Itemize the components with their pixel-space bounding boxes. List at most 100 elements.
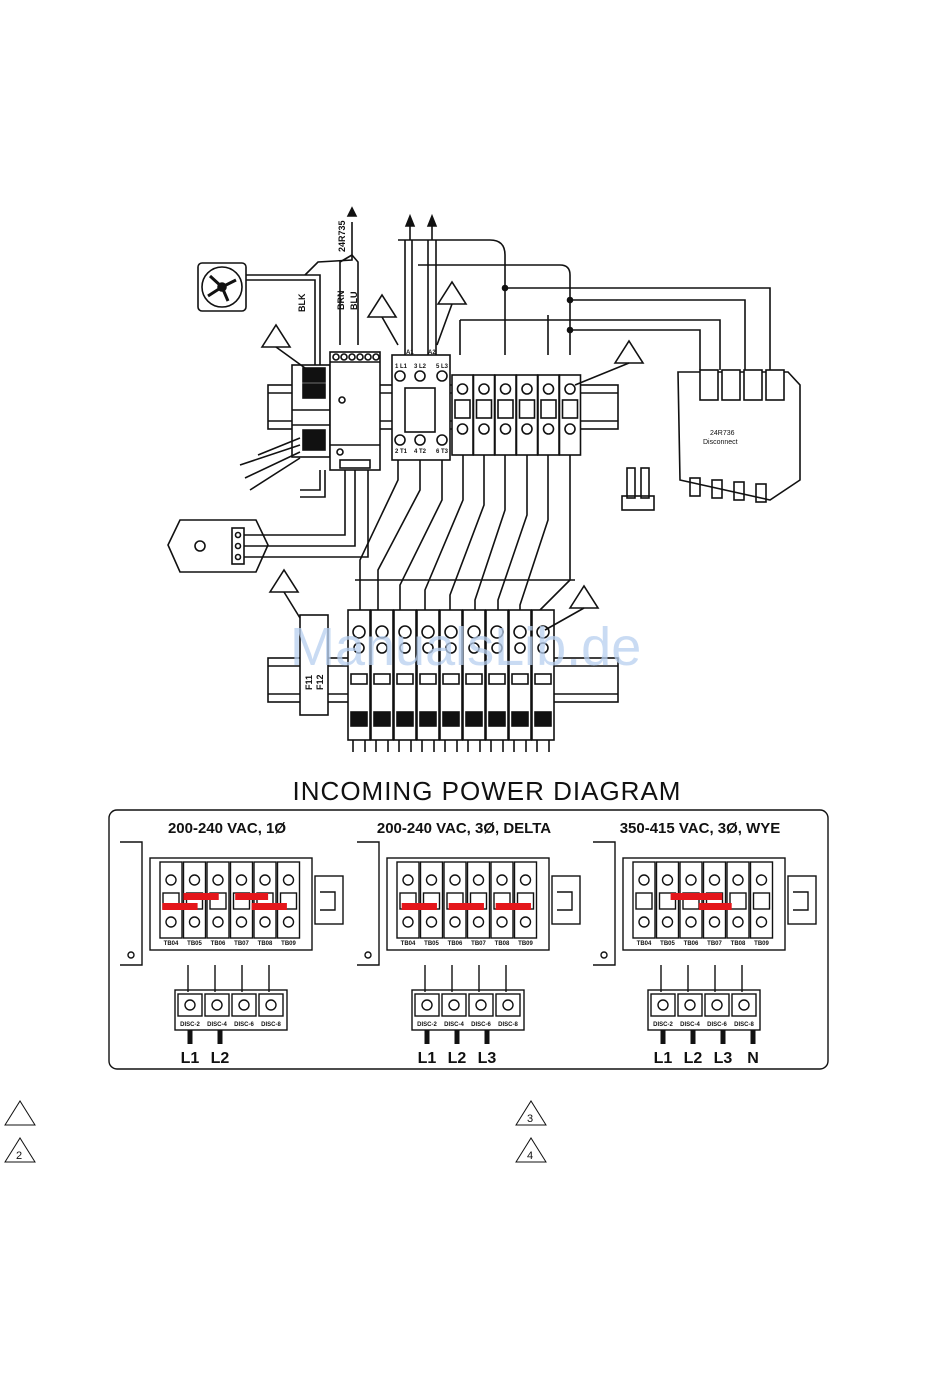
- terminal-screw: [542, 383, 555, 395]
- incoming-line-label: L2: [211, 1050, 230, 1067]
- terminal-screw: [496, 916, 508, 928]
- fuse-leg: [352, 740, 366, 752]
- terminal-label: TB06: [211, 941, 226, 947]
- terminal-screw: [732, 874, 744, 886]
- terminal-label: TB06: [684, 941, 699, 947]
- fuse-leg: [513, 740, 527, 752]
- disconnect-label: DISC-6: [707, 1022, 727, 1028]
- wiring-diagram: 24R735 BLK BRN BLU: [167, 206, 801, 752]
- terminal-label: TB08: [258, 941, 273, 947]
- contactor: [391, 354, 451, 461]
- fuse-module: [416, 609, 440, 741]
- terminal-screw: [638, 916, 650, 928]
- terminal-label: TB09: [754, 941, 769, 947]
- disconnect-screw: [684, 999, 696, 1011]
- terminal-module: [726, 861, 750, 939]
- red-jumper-bar: [183, 893, 219, 900]
- callout-triangle: [268, 568, 300, 593]
- disconnect-terminal: [231, 993, 257, 1017]
- fuse-indicator: [534, 673, 552, 685]
- fuse-label-f11: F11: [304, 675, 314, 690]
- din-rail-end: [787, 875, 817, 925]
- terminal-screw: [402, 916, 414, 928]
- disconnect-screw: [211, 999, 223, 1011]
- terminal-screw: [685, 874, 697, 886]
- terminal-screw: [235, 916, 248, 928]
- terminal-slot: [729, 892, 747, 910]
- terminal-screw: [685, 916, 697, 928]
- fuse-module: [393, 609, 417, 741]
- terminal-screw: [478, 423, 490, 435]
- terminal-module: [276, 861, 301, 939]
- fuse-leg: [421, 740, 435, 752]
- terminal-screw: [425, 916, 438, 928]
- fuse-screw: [468, 642, 480, 654]
- disconnect-terminal: [677, 993, 703, 1017]
- fuse-indicator: [465, 673, 483, 685]
- disconnect-part-number: 24R736: [710, 430, 735, 437]
- terminal-screw: [564, 423, 576, 435]
- callout-triangle: [436, 280, 468, 305]
- terminal-screw: [755, 916, 768, 928]
- disconnect-terminal: [204, 993, 230, 1017]
- wire-label-blu: BLU: [349, 292, 359, 311]
- terminal-label: TB05: [660, 941, 675, 947]
- terminal-module: [490, 861, 514, 939]
- fuse-screw: [467, 625, 481, 639]
- fuse-indicator: [373, 673, 391, 685]
- terminal-screw: [521, 423, 533, 435]
- panel-bracket: [357, 841, 380, 966]
- terminal-label: TB07: [707, 941, 722, 947]
- terminal-label: TB08: [495, 941, 510, 947]
- callout-triangle: [568, 584, 600, 609]
- terminal-slot: [497, 399, 514, 419]
- terminal-module: [159, 861, 183, 939]
- fuse-leg: [490, 740, 504, 752]
- fuse-module: [462, 609, 486, 741]
- red-jumper-bar: [670, 893, 723, 900]
- fuse-indicator: [442, 673, 460, 685]
- fuse-holder: [396, 711, 414, 727]
- incoming-line-wire: [187, 1030, 193, 1044]
- control-terminal-block: [291, 364, 331, 458]
- incoming-power-title: INCOMING POWER DIAGRAM: [293, 776, 682, 806]
- incoming-line-wire: [454, 1030, 460, 1044]
- terminal-screw: [732, 916, 744, 928]
- terminal-slot: [635, 892, 653, 910]
- terminal-label: TB09: [281, 941, 296, 947]
- red-jumper-bar: [401, 903, 437, 910]
- terminal-screw: [661, 916, 674, 928]
- fuse-holder: [465, 711, 483, 727]
- terminal-label: TB05: [424, 941, 439, 947]
- disconnect-screw: [475, 999, 487, 1011]
- note-4: 4: [515, 1137, 547, 1163]
- fuse-holder: [488, 711, 506, 727]
- wire-label-blk: BLK: [297, 293, 307, 312]
- contactor-label-4t2: 4 T2: [414, 449, 427, 455]
- fuse-indicator: [396, 673, 414, 685]
- terminal-screw: [282, 916, 295, 928]
- panel-header: 350-415 VAC, 3Ø, WYE: [620, 820, 781, 837]
- terminal-module: [749, 861, 774, 939]
- panel-mount-hole: [127, 951, 135, 959]
- incoming-line-label: L1: [654, 1050, 673, 1067]
- terminal-label: TB06: [448, 941, 463, 947]
- incoming-line-label: L3: [478, 1050, 497, 1067]
- terminal-label: TB04: [401, 941, 416, 947]
- terminal-screw: [425, 874, 438, 886]
- fuse-screw: [398, 625, 412, 639]
- terminal-screw: [708, 916, 721, 928]
- terminal-label: TB07: [471, 941, 486, 947]
- contactor-label-3l2: 3 L2: [414, 364, 427, 370]
- fuse-module: [485, 609, 509, 741]
- disconnect-screw: [738, 999, 750, 1011]
- terminal-screw: [456, 423, 469, 435]
- din-rail-end: [551, 875, 581, 925]
- disconnect-screw: [502, 999, 514, 1011]
- fuse-screw: [513, 625, 527, 639]
- terminal-screw: [402, 874, 414, 886]
- fuse-screw: [536, 625, 550, 639]
- terminal-module: [443, 861, 467, 939]
